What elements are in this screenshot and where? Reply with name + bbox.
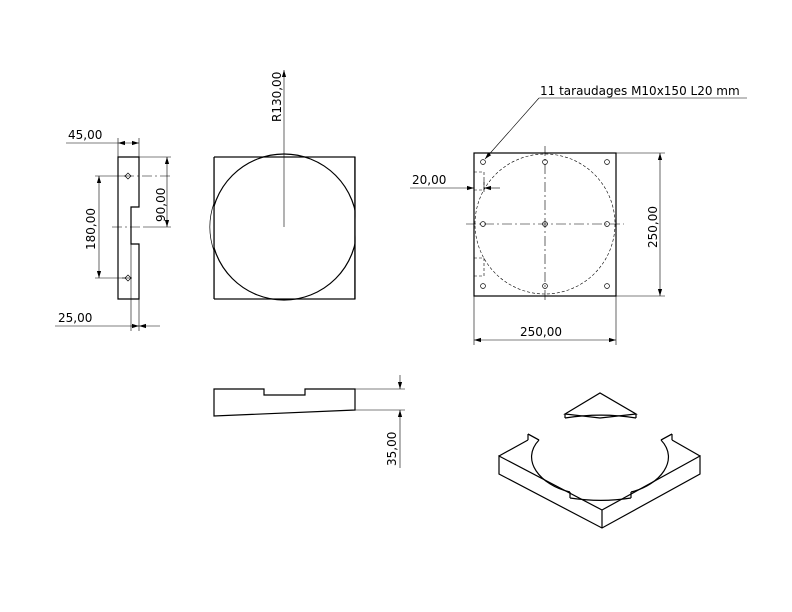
dim-side-width: 45,00 xyxy=(68,128,102,142)
iso-circular-recess xyxy=(531,414,669,493)
side-view: 45,00 180,00 90,00 25,00 xyxy=(55,128,172,331)
iso-edge-right-back xyxy=(671,439,701,457)
side-hole-top xyxy=(124,172,132,180)
front-view-circle-left-overhang xyxy=(209,202,215,252)
iso-edge-left-back xyxy=(498,439,529,457)
tapped-hole xyxy=(480,221,486,227)
iso-recess-corners xyxy=(527,433,673,441)
tapped-hole xyxy=(480,283,486,289)
note-tapping: 11 taraudages M10x150 L20 mm xyxy=(540,84,740,98)
front-elevation: 35,00 xyxy=(213,375,405,468)
dim-side-thickness: 25,00 xyxy=(58,311,92,325)
tapped-hole xyxy=(604,283,610,289)
tapped-hole xyxy=(604,159,610,165)
dim-plate-height: 250,00 xyxy=(646,206,660,248)
iso-recess-front xyxy=(569,492,632,501)
top-view-hidden-slot-top xyxy=(474,171,485,191)
iso-base-faces xyxy=(498,454,701,529)
tapped-hole xyxy=(604,221,610,227)
dim-plate-width: 250,00 xyxy=(520,325,562,339)
top-view-hidden-slot-bottom xyxy=(474,257,485,277)
front-view-square xyxy=(213,156,356,300)
front-view: R130,00 xyxy=(208,70,362,310)
iso-back-peak xyxy=(563,392,638,419)
dim-radius: R130,00 xyxy=(270,72,284,122)
tapped-hole xyxy=(542,159,548,165)
isometric-view xyxy=(498,392,701,529)
dim-side-slot: 90,00 xyxy=(154,188,168,222)
tapped-hole xyxy=(542,283,548,289)
tapped-hole xyxy=(542,221,548,227)
dim-hole-offset: 20,00 xyxy=(412,173,446,187)
dim-side-height: 180,00 xyxy=(84,208,98,250)
top-view: 11 taraudages M10x150 L20 mm 20,00 250,0… xyxy=(410,84,747,345)
tapped-hole xyxy=(480,159,486,165)
dim-front-height: 35,00 xyxy=(385,432,399,466)
side-hole-bottom xyxy=(124,274,132,282)
iso-back-peak-sides xyxy=(564,414,637,418)
note-leader xyxy=(484,97,540,160)
front-elevation-outline xyxy=(213,388,356,417)
